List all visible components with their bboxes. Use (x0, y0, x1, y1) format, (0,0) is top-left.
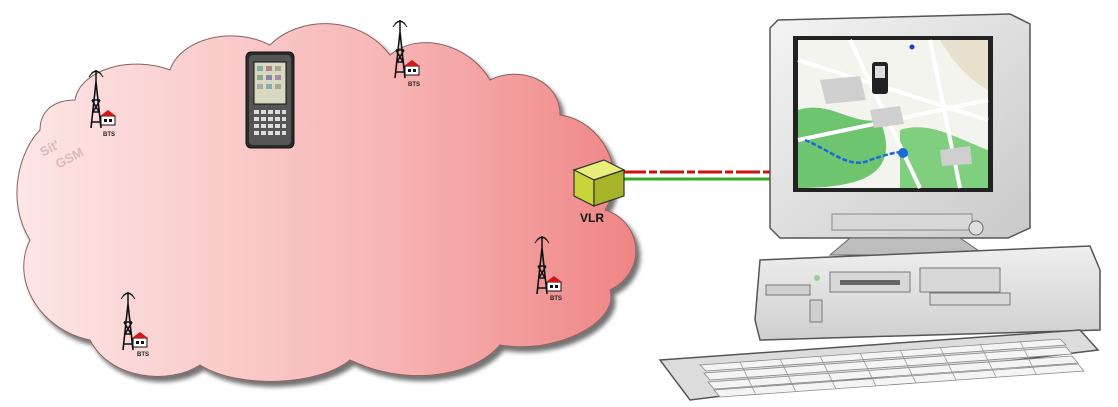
mobile-phone-icon (246, 52, 294, 148)
bts-label: BTS (550, 296, 562, 302)
bts-label: BTS (103, 132, 115, 138)
gsm-network-cloud (17, 24, 636, 382)
bts-label: BTS (137, 352, 149, 358)
database-cube-icon (574, 160, 624, 206)
power-button-icon (969, 221, 983, 235)
location-marker-icon (898, 148, 908, 158)
vlr-label: VLR (580, 211, 604, 225)
desktop-computer-icon (660, 14, 1100, 400)
map-screen (798, 40, 988, 188)
bts-label: BTS (408, 82, 420, 88)
